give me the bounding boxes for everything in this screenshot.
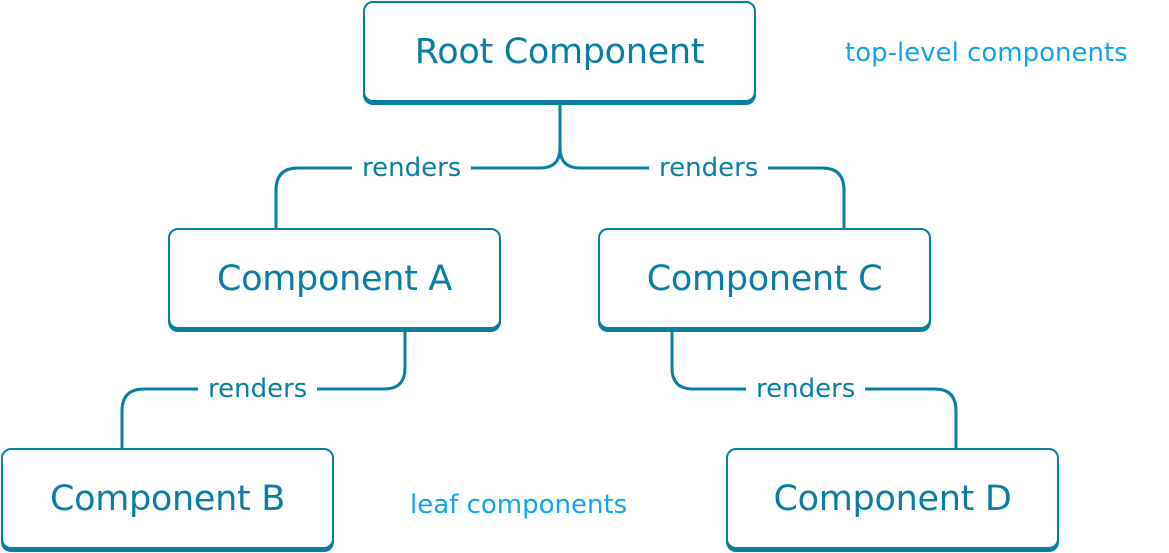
annotation-leaf: leaf components [410,490,628,520]
node-component-b: Component B [1,448,334,549]
edge-label-root-a: renders [352,151,472,185]
node-component-a: Component A [168,228,501,329]
annotation-top-level: top-level components [845,38,1128,68]
edge-label-root-c: renders [649,151,769,185]
node-component-c: Component C [598,228,931,329]
node-root-component: Root Component [363,1,756,102]
edge-label-c-d: renders [746,372,866,406]
node-component-d: Component D [726,448,1059,549]
edge-label-a-b: renders [198,372,318,406]
